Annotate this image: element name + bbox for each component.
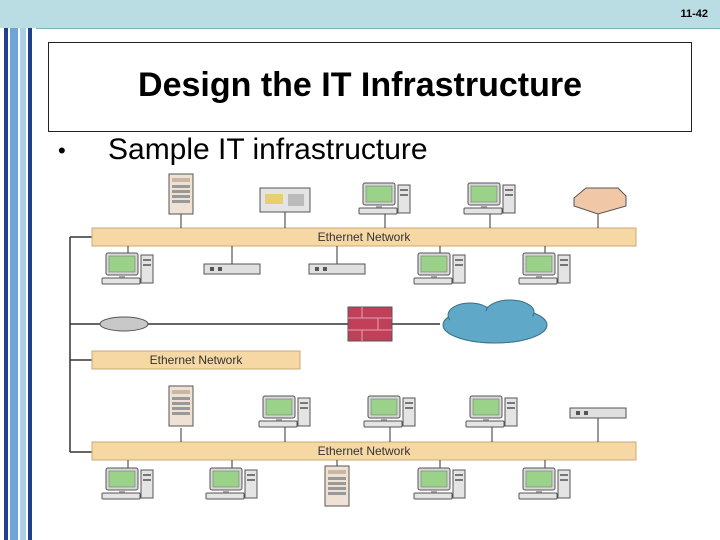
hub-icon [203,263,261,275]
pc-icon [101,467,154,500]
switch-icon [569,407,627,419]
hub-icon [308,263,366,275]
internet-cloud-icon [442,299,548,344]
pc-icon [205,467,258,500]
network-label: Ethernet Network [318,230,412,244]
pc-icon [413,467,466,500]
pc-icon [413,252,466,285]
ethernet-network-bar [91,227,637,247]
router-icon [99,316,149,332]
server-icon [168,385,194,427]
bullet-icon: • [58,138,66,163]
firewall-icon [347,306,393,342]
slide-number: 11-42 [680,8,708,20]
slide-title: Design the IT Infrastructure [138,66,582,104]
network-label: Ethernet Network [318,444,412,458]
ethernet-network-bar [91,350,301,370]
server-icon [168,173,194,215]
pc-icon [258,395,311,428]
ethernet-network-bar [91,441,637,461]
printer-icon [259,187,311,213]
pc-icon [358,182,411,215]
pc-icon [518,467,571,500]
pc-icon [363,395,416,428]
bullet-text: Sample IT infrastructure [108,133,428,166]
network-label: Ethernet Network [150,353,244,367]
pc-icon [518,252,571,285]
pc-icon [101,252,154,285]
pc-icon [463,182,516,215]
title-frame [48,42,692,132]
pc-icon [465,395,518,428]
top-bar: 11-42 [0,0,720,29]
server-icon [324,465,350,507]
router-icon [573,187,627,215]
left-accent-bar [0,28,36,540]
